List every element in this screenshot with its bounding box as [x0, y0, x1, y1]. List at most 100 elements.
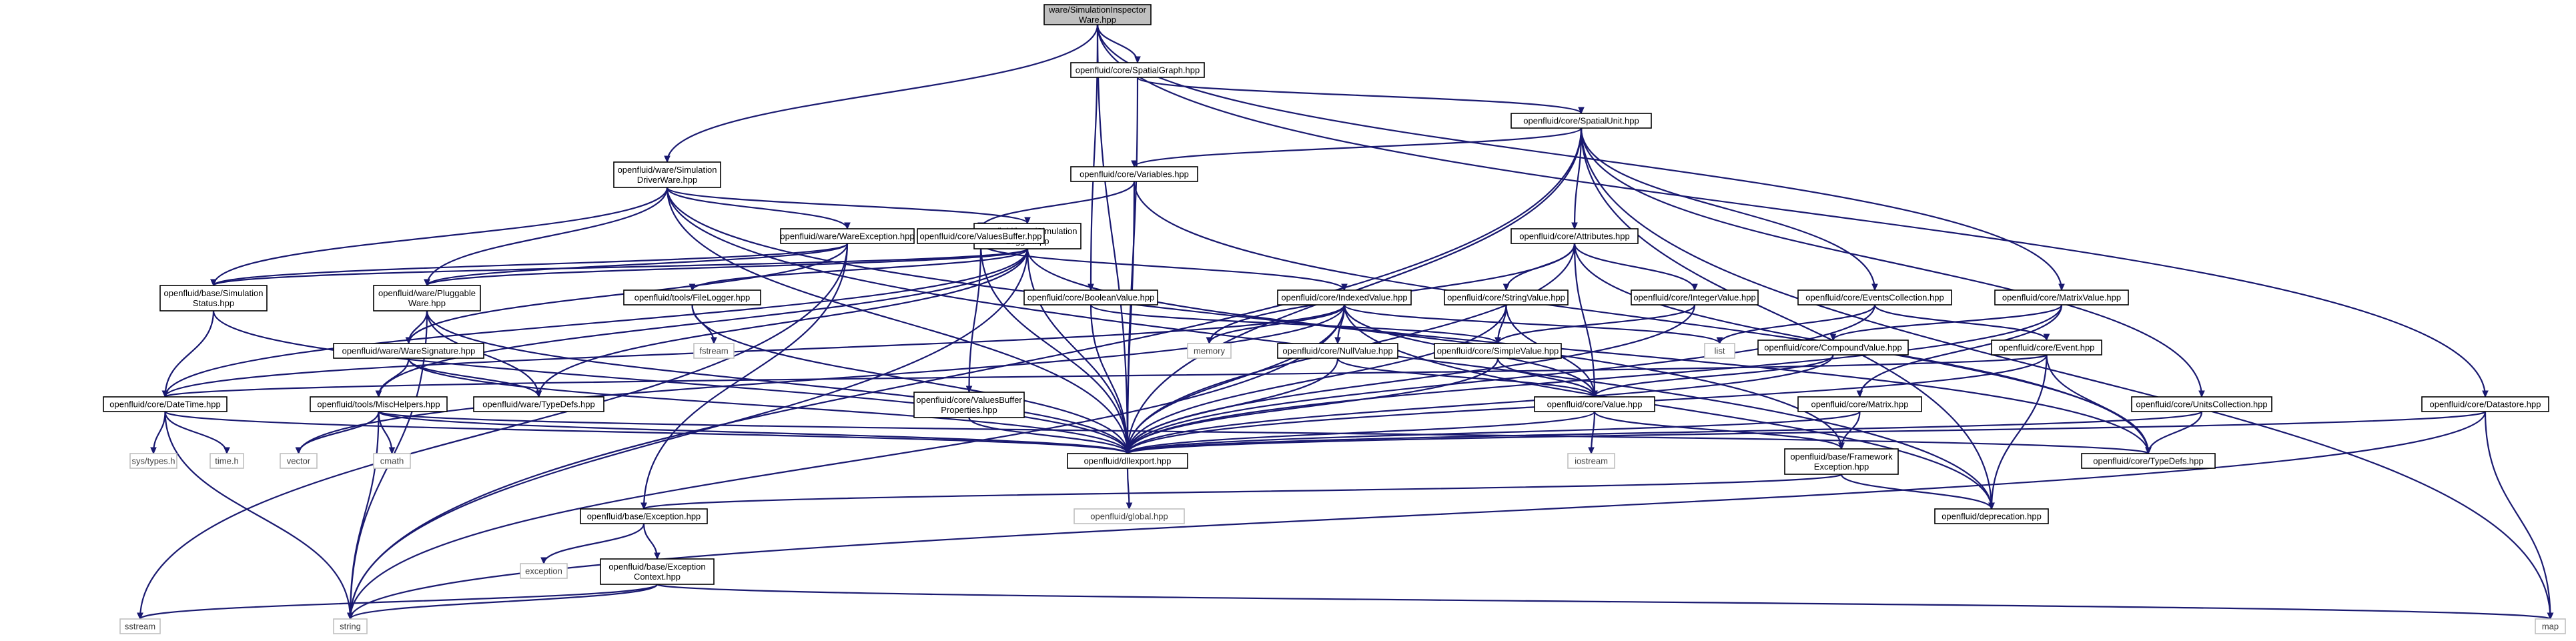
node-unitscoll[interactable]: openfluid/core/UnitsCollection.hpp [2131, 396, 2272, 412]
node-misc[interactable]: openfluid/tools/MiscHelpers.hpp [310, 396, 448, 412]
edge-spatialunit-to-deprecation [1580, 127, 1993, 510]
node-spatialgraph[interactable]: openfluid/core/SpatialGraph.hpp [1070, 62, 1205, 78]
edge-simlogger-to-simstatus [212, 247, 1029, 287]
arrowhead-root-to-matrixvalue [2058, 283, 2065, 291]
edge-variables-to-dllexport [1126, 181, 1136, 454]
node-cmath: cmath [373, 453, 411, 469]
edge-indexedvalue-to-datetime [164, 304, 1346, 398]
edge-attributes-to-integervalue [1573, 243, 1696, 291]
node-variables[interactable]: openfluid/core/Variables.hpp [1070, 166, 1198, 182]
arrowhead-spatialunit-to-eventscoll [1871, 283, 1878, 291]
node-vector-box [280, 453, 318, 469]
node-root-label-1: Ware.hpp [1079, 15, 1116, 25]
node-indexedvalue[interactable]: openfluid/core/IndexedValue.hpp [1277, 289, 1412, 305]
node-pluggableware-label-1: Ware.hpp [408, 298, 446, 308]
node-event[interactable]: openfluid/core/Event.hpp [1991, 340, 2102, 356]
node-waretypedefs[interactable]: openfluid/ware/TypeDefs.hpp [473, 396, 604, 412]
node-datetime-label-0: openfluid/core/DateTime.hpp [109, 400, 220, 410]
node-memory-label-0: memory [1194, 346, 1225, 356]
node-spatialgraph-label-0: openfluid/core/SpatialGraph.hpp [1076, 65, 1200, 75]
node-compoundvalue[interactable]: openfluid/core/CompoundValue.hpp [1757, 340, 1909, 356]
arrowhead-attributes-to-stringvalue [1502, 283, 1510, 291]
edge-integervalue-to-simplevalue [1496, 304, 1696, 344]
edge-matrix-to-dllexport [1126, 410, 1861, 455]
node-attributes-box [1511, 228, 1639, 244]
node-sstream-box [119, 618, 161, 634]
node-waresignature[interactable]: openfluid/ware/WareSignature.hpp [333, 343, 484, 359]
node-valuebufprops[interactable]: openfluid/core/ValuesBufferProperties.hp… [913, 392, 1025, 418]
dependency-nodes: ware/SimulationInspectorWare.hppopenflui… [103, 4, 2566, 634]
edge-wareexception-to-simstatus [212, 242, 849, 287]
edge-compoundvalue-to-dllexport [1126, 354, 1834, 454]
node-valuesbuffer[interactable]: openfluid/core/ValuesBuffer.hpp [917, 228, 1045, 244]
node-filelogger[interactable]: openfluid/tools/FileLogger.hpp [623, 289, 761, 305]
arrowhead-simlogger-to-filelogger [689, 283, 696, 291]
node-stringvalue[interactable]: openfluid/core/StringValue.hpp [1444, 289, 1569, 305]
edge-nullvalue-to-dllexport [1126, 358, 1339, 454]
node-deprecation[interactable]: openfluid/deprecation.hpp [1934, 508, 2049, 524]
node-wareexception[interactable]: openfluid/ware/WareException.hpp [780, 228, 915, 244]
node-fwexception-label-1: Exception.hpp [1814, 462, 1869, 472]
arrowhead-root-to-spatialgraph [1134, 56, 1141, 64]
node-vector: vector [280, 453, 318, 469]
node-fwexception-label-0: openfluid/base/Framework [1790, 452, 1893, 462]
node-attributes[interactable]: openfluid/core/Attributes.hpp [1511, 228, 1639, 244]
edge-valuebufprops-to-dllexport [968, 417, 1129, 454]
node-booleanvalue[interactable]: openfluid/core/BooleanValue.hpp [1023, 289, 1158, 305]
arrowhead-misc-to-cmath [388, 447, 396, 455]
node-matrix[interactable]: openfluid/core/Matrix.hpp [1797, 396, 1922, 412]
node-root-box [1043, 4, 1152, 25]
node-root-label-0: ware/SimulationInspector [1048, 5, 1147, 15]
node-waresignature-label-0: openfluid/ware/WareSignature.hpp [342, 346, 476, 356]
edge-event-to-deprecation [1990, 354, 2048, 510]
arrowhead-pluggableware-to-waresignature [405, 337, 412, 345]
node-value[interactable]: openfluid/core/Value.hpp [1534, 396, 1655, 412]
node-eventscoll-box [1797, 289, 1952, 305]
node-coretypedefs[interactable]: openfluid/core/TypeDefs.hpp [2081, 453, 2216, 469]
node-simplevalue-label-0: openfluid/core/SimpleValue.hpp [1437, 346, 1559, 356]
node-nullvalue-label-0: openfluid/core/NullValue.hpp [1282, 346, 1392, 356]
arrowhead-spatialgraph-to-spatialunit [1578, 107, 1585, 115]
arrowhead-root-to-datastore [2482, 390, 2489, 398]
edge-spatialunit-to-eventscoll [1580, 127, 1876, 291]
node-indexedvalue-box [1277, 289, 1412, 305]
node-waretypedefs-label-0: openfluid/ware/TypeDefs.hpp [482, 400, 594, 410]
node-integervalue[interactable]: openfluid/core/IntegerValue.hpp [1631, 289, 1759, 305]
edge-attributes-to-value [1573, 243, 1596, 398]
edge-variables-to-valuesbuffer [979, 181, 1136, 229]
node-simdrvware-label-0: openfluid/ware/Simulation [618, 165, 717, 175]
edge-simlogger-to-coretypedefs [1026, 248, 2150, 454]
node-datastore[interactable]: openfluid/core/Datastore.hpp [2421, 396, 2549, 412]
node-nullvalue-box [1277, 343, 1398, 359]
arrowhead-exceptioncontext-to-sstream [137, 612, 143, 620]
node-exceptioncontext-label-1: Context.hpp [634, 572, 681, 582]
edge-attributes-to-stringvalue [1505, 243, 1576, 291]
node-matrixvalue[interactable]: openfluid/core/MatrixValue.hpp [1994, 289, 2129, 305]
node-dllexport[interactable]: openfluid/dllexport.hpp [1067, 453, 1188, 469]
node-timeh: time.h [209, 453, 244, 469]
node-baseexception-label-0: openfluid/base/Exception.hpp [587, 512, 701, 522]
node-spatialunit[interactable]: openfluid/core/SpatialUnit.hpp [1511, 113, 1652, 129]
edge-simlogger-to-datetime [164, 248, 1029, 398]
node-baseexception[interactable]: openfluid/base/Exception.hpp [580, 508, 708, 524]
edge-datetime-to-dllexport [164, 410, 1129, 455]
node-eventscoll[interactable]: openfluid/core/EventsCollection.hpp [1797, 289, 1952, 305]
node-simplevalue[interactable]: openfluid/core/SimpleValue.hpp [1434, 343, 1562, 359]
edge-spatialunit-to-variables [1133, 127, 1583, 168]
edge-value-to-fwexception [1593, 411, 1843, 450]
edge-simdrvware-to-fwexception [666, 187, 1843, 450]
node-matrix-label-0: openfluid/core/Matrix.hpp [1811, 400, 1909, 410]
node-nullvalue[interactable]: openfluid/core/NullValue.hpp [1277, 343, 1398, 359]
edge-wareexception-to-baseexception [642, 243, 849, 510]
arrowhead-matrixvalue-to-compoundvalue [1829, 334, 1837, 342]
node-datastore-label-0: openfluid/core/Datastore.hpp [2430, 400, 2541, 410]
node-datetime[interactable]: openfluid/core/DateTime.hpp [103, 396, 228, 412]
node-simdrvware-label-1: DriverWare.hpp [637, 175, 698, 185]
node-valuesbuffer-label-0: openfluid/core/ValuesBuffer.hpp [919, 231, 1041, 241]
